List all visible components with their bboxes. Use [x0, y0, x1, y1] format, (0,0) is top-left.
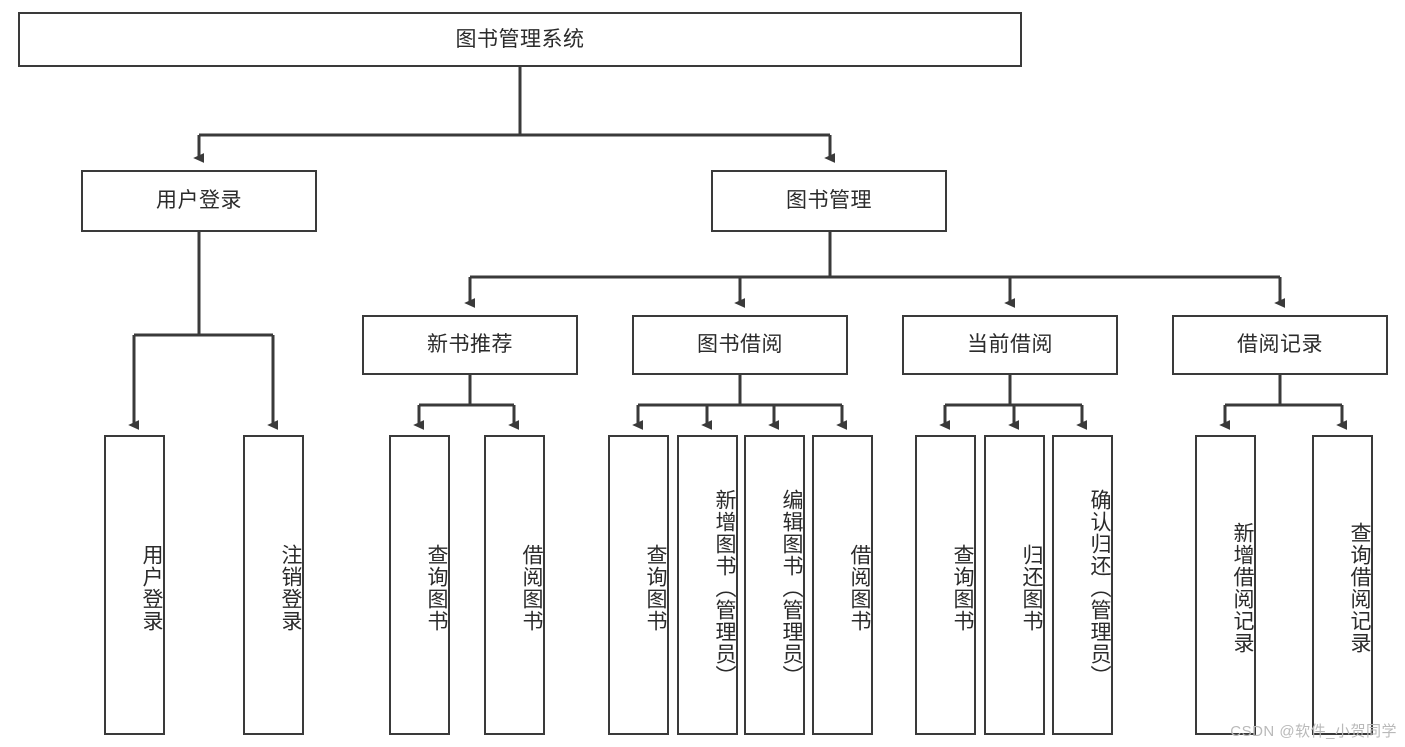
node-book-borrow[interactable]: 图书借阅 — [632, 315, 848, 375]
node-user-login[interactable]: 用户登录 — [81, 170, 317, 232]
leaf-book-borrow-query-book[interactable]: 查询图书 — [608, 435, 669, 735]
leaf-label: 用户登录 — [140, 544, 163, 632]
leaf-new-book-borrow-book[interactable]: 借阅图书 — [484, 435, 545, 735]
leaf-borrow-record-add-record[interactable]: 新增借阅记录 — [1195, 435, 1256, 735]
node-root-book-management-system[interactable]: 图书管理系统 — [18, 12, 1022, 67]
leaf-label: 借阅图书 — [848, 544, 871, 632]
leaf-label: 确认归还（管理员） — [1088, 489, 1111, 687]
leaf-label: 新增图书（管理员） — [713, 489, 736, 687]
leaf-label: 新增借阅记录 — [1231, 522, 1254, 654]
node-borrow-record[interactable]: 借阅记录 — [1172, 315, 1388, 375]
leaf-borrow-record-query-record[interactable]: 查询借阅记录 — [1312, 435, 1373, 735]
leaf-label: 归还图书 — [1020, 544, 1043, 632]
leaf-label: 注销登录 — [279, 544, 302, 632]
leaf-new-book-query-book[interactable]: 查询图书 — [389, 435, 450, 735]
node-book-management[interactable]: 图书管理 — [711, 170, 947, 232]
node-current-borrow[interactable]: 当前借阅 — [902, 315, 1118, 375]
leaf-user-login-logout[interactable]: 注销登录 — [243, 435, 304, 735]
leaf-label: 借阅图书 — [520, 544, 543, 632]
leaf-label: 查询图书 — [951, 544, 974, 632]
leaf-label: 查询图书 — [644, 544, 667, 632]
leaf-current-borrow-query-book[interactable]: 查询图书 — [915, 435, 976, 735]
leaf-book-borrow-borrow-book[interactable]: 借阅图书 — [812, 435, 873, 735]
leaf-current-borrow-return-book[interactable]: 归还图书 — [984, 435, 1045, 735]
leaf-book-borrow-edit-book-admin[interactable]: 编辑图书（管理员） — [744, 435, 805, 735]
csdn-watermark: CSDN @软件_小贺同学 — [1230, 723, 1397, 740]
leaf-label: 查询图书 — [425, 544, 448, 632]
leaf-book-borrow-add-book-admin[interactable]: 新增图书（管理员） — [677, 435, 738, 735]
leaf-user-login-login[interactable]: 用户登录 — [104, 435, 165, 735]
leaf-current-borrow-confirm-return-admin[interactable]: 确认归还（管理员） — [1052, 435, 1113, 735]
node-new-book-recommend[interactable]: 新书推荐 — [362, 315, 578, 375]
leaf-label: 查询借阅记录 — [1348, 522, 1371, 654]
leaf-label: 编辑图书（管理员） — [780, 489, 803, 687]
